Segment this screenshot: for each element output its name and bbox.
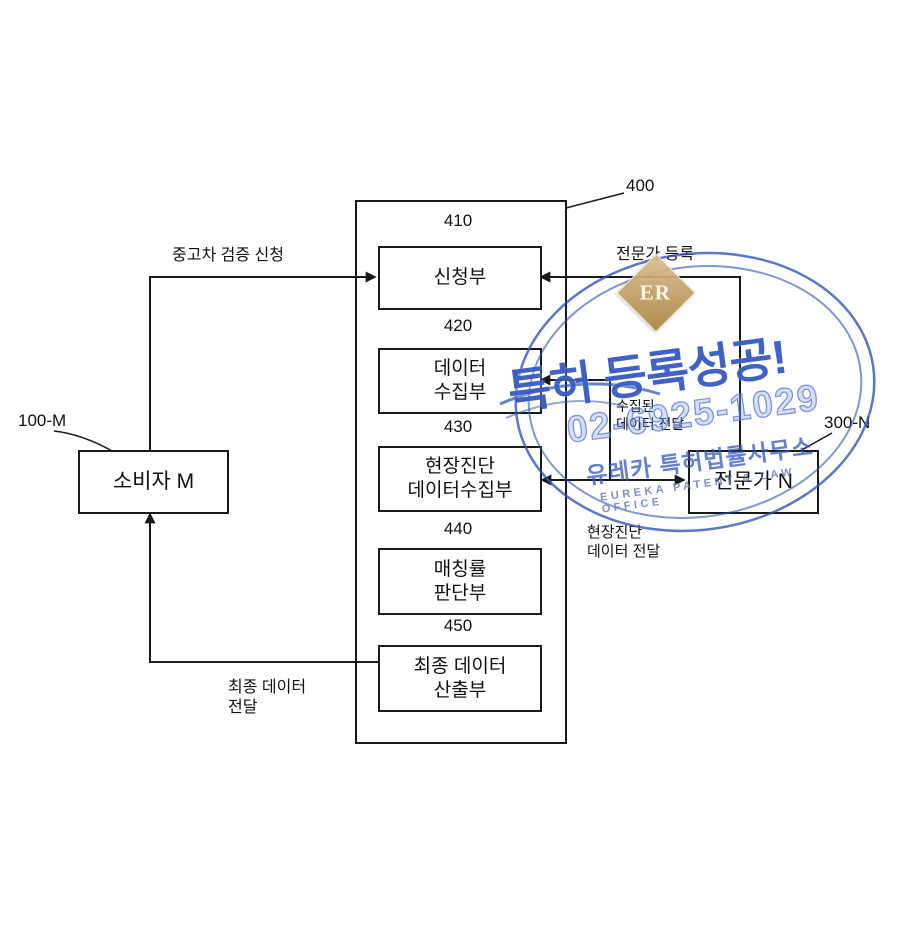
ref-label-440: 440: [443, 519, 473, 538]
module-box-matching-rate-determination: 매칭률 판단부: [378, 548, 542, 615]
label-field-diagnosis-data-transfer: 현장진단 데이터 전달: [587, 524, 661, 560]
expert-box: 전문가 N: [688, 450, 819, 514]
arrow-consumer-to-application: [149, 271, 377, 450]
module-box-application: 신청부: [378, 246, 542, 310]
ref-label-420: 420: [443, 316, 473, 335]
ref-label-300n: 300-N: [824, 413, 871, 432]
ref-label-410: 410: [443, 211, 473, 230]
leader-line-400: [565, 192, 625, 209]
label-collected-data-transfer: 수집된 데이터 전달: [616, 398, 685, 432]
ref-label-400: 400: [626, 176, 655, 195]
label-used-car-verification-request: 중고차 검증 신청: [172, 247, 284, 264]
leader-line-100m: [53, 430, 115, 453]
leader-line-300n: [799, 432, 833, 452]
module-box-data-collection: 데이터 수집부: [378, 348, 542, 414]
ref-label-430: 430: [443, 417, 473, 436]
ref-label-100m: 100-M: [18, 411, 67, 430]
arrow-final-output-to-consumer: [144, 512, 378, 663]
module-box-final-data-output: 최종 데이터 산출부: [378, 645, 542, 712]
module-box-field-diagnosis-data-collection: 현장진단 데이터수집부: [378, 446, 542, 512]
label-expert-registration: 전문가 등록: [616, 246, 695, 263]
ref-label-450: 450: [443, 616, 473, 635]
consumer-box: 소비자 M: [78, 450, 229, 514]
label-final-data-transfer: 최종 데이터 전달: [228, 679, 307, 716]
